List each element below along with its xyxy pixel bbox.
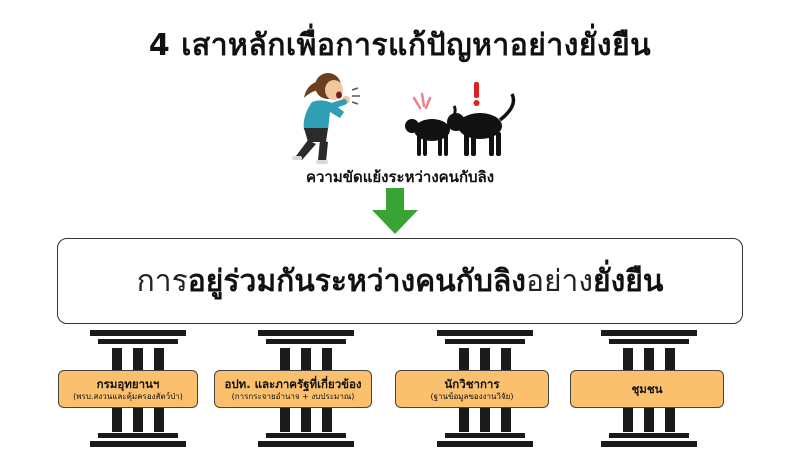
exclamation-icon	[473, 82, 480, 106]
pillar-title: ชุมชน	[631, 382, 663, 396]
pillar-label-1: กรมอุทยานฯ (พรบ.สงวนและคุ้มครองสัตว์ป่า)	[58, 370, 198, 408]
pillar-subtitle: (การกระจายอำนาจ + งบประมาณ)	[231, 391, 355, 401]
monkeys-icon	[405, 93, 516, 156]
pillar-title: กรมอุทยานฯ	[96, 376, 160, 391]
pillar-label-4: ชุมชน	[570, 370, 724, 408]
pillar-label-3: นักวิชาการ (ฐานข้อมูลของงานวิจัย)	[395, 370, 549, 408]
pillar-label-2: อปท. และภาครัฐที่เกี่ยวข้อง (การกระจายอำ…	[214, 370, 372, 408]
pillar-title: นักวิชาการ	[444, 376, 500, 391]
pillar-subtitle: (พรบ.สงวนและคุ้มครองสัตว์ป่า)	[73, 391, 183, 401]
main-goal-part4: ยั่งยืน	[593, 263, 664, 299]
main-goal-box: การอยู่ร่วมกันระหว่างคนกับลิงอย่างยั่งยื…	[57, 238, 743, 324]
alert-marks-icon	[412, 92, 432, 110]
main-goal-part2: อยู่ร่วมกันระหว่างคนกับลิง	[187, 263, 526, 299]
conflict-illustration	[292, 73, 516, 164]
conflict-label: ความขัดแย้งระหว่างคนกับลิง	[305, 168, 495, 186]
down-arrow-icon	[372, 188, 418, 234]
main-goal-part3: อย่าง	[525, 263, 594, 299]
woman-screaming-icon	[292, 73, 360, 164]
page-title: 4 เสาหลักเพื่อการแก้ปัญหาอย่างยั่งยืน	[148, 28, 652, 63]
pillar-title: อปท. และภาครัฐที่เกี่ยวข้อง	[224, 376, 362, 391]
pillar-subtitle: (ฐานข้อมูลของงานวิจัย)	[430, 391, 514, 401]
main-goal-part1: การ	[136, 263, 188, 299]
